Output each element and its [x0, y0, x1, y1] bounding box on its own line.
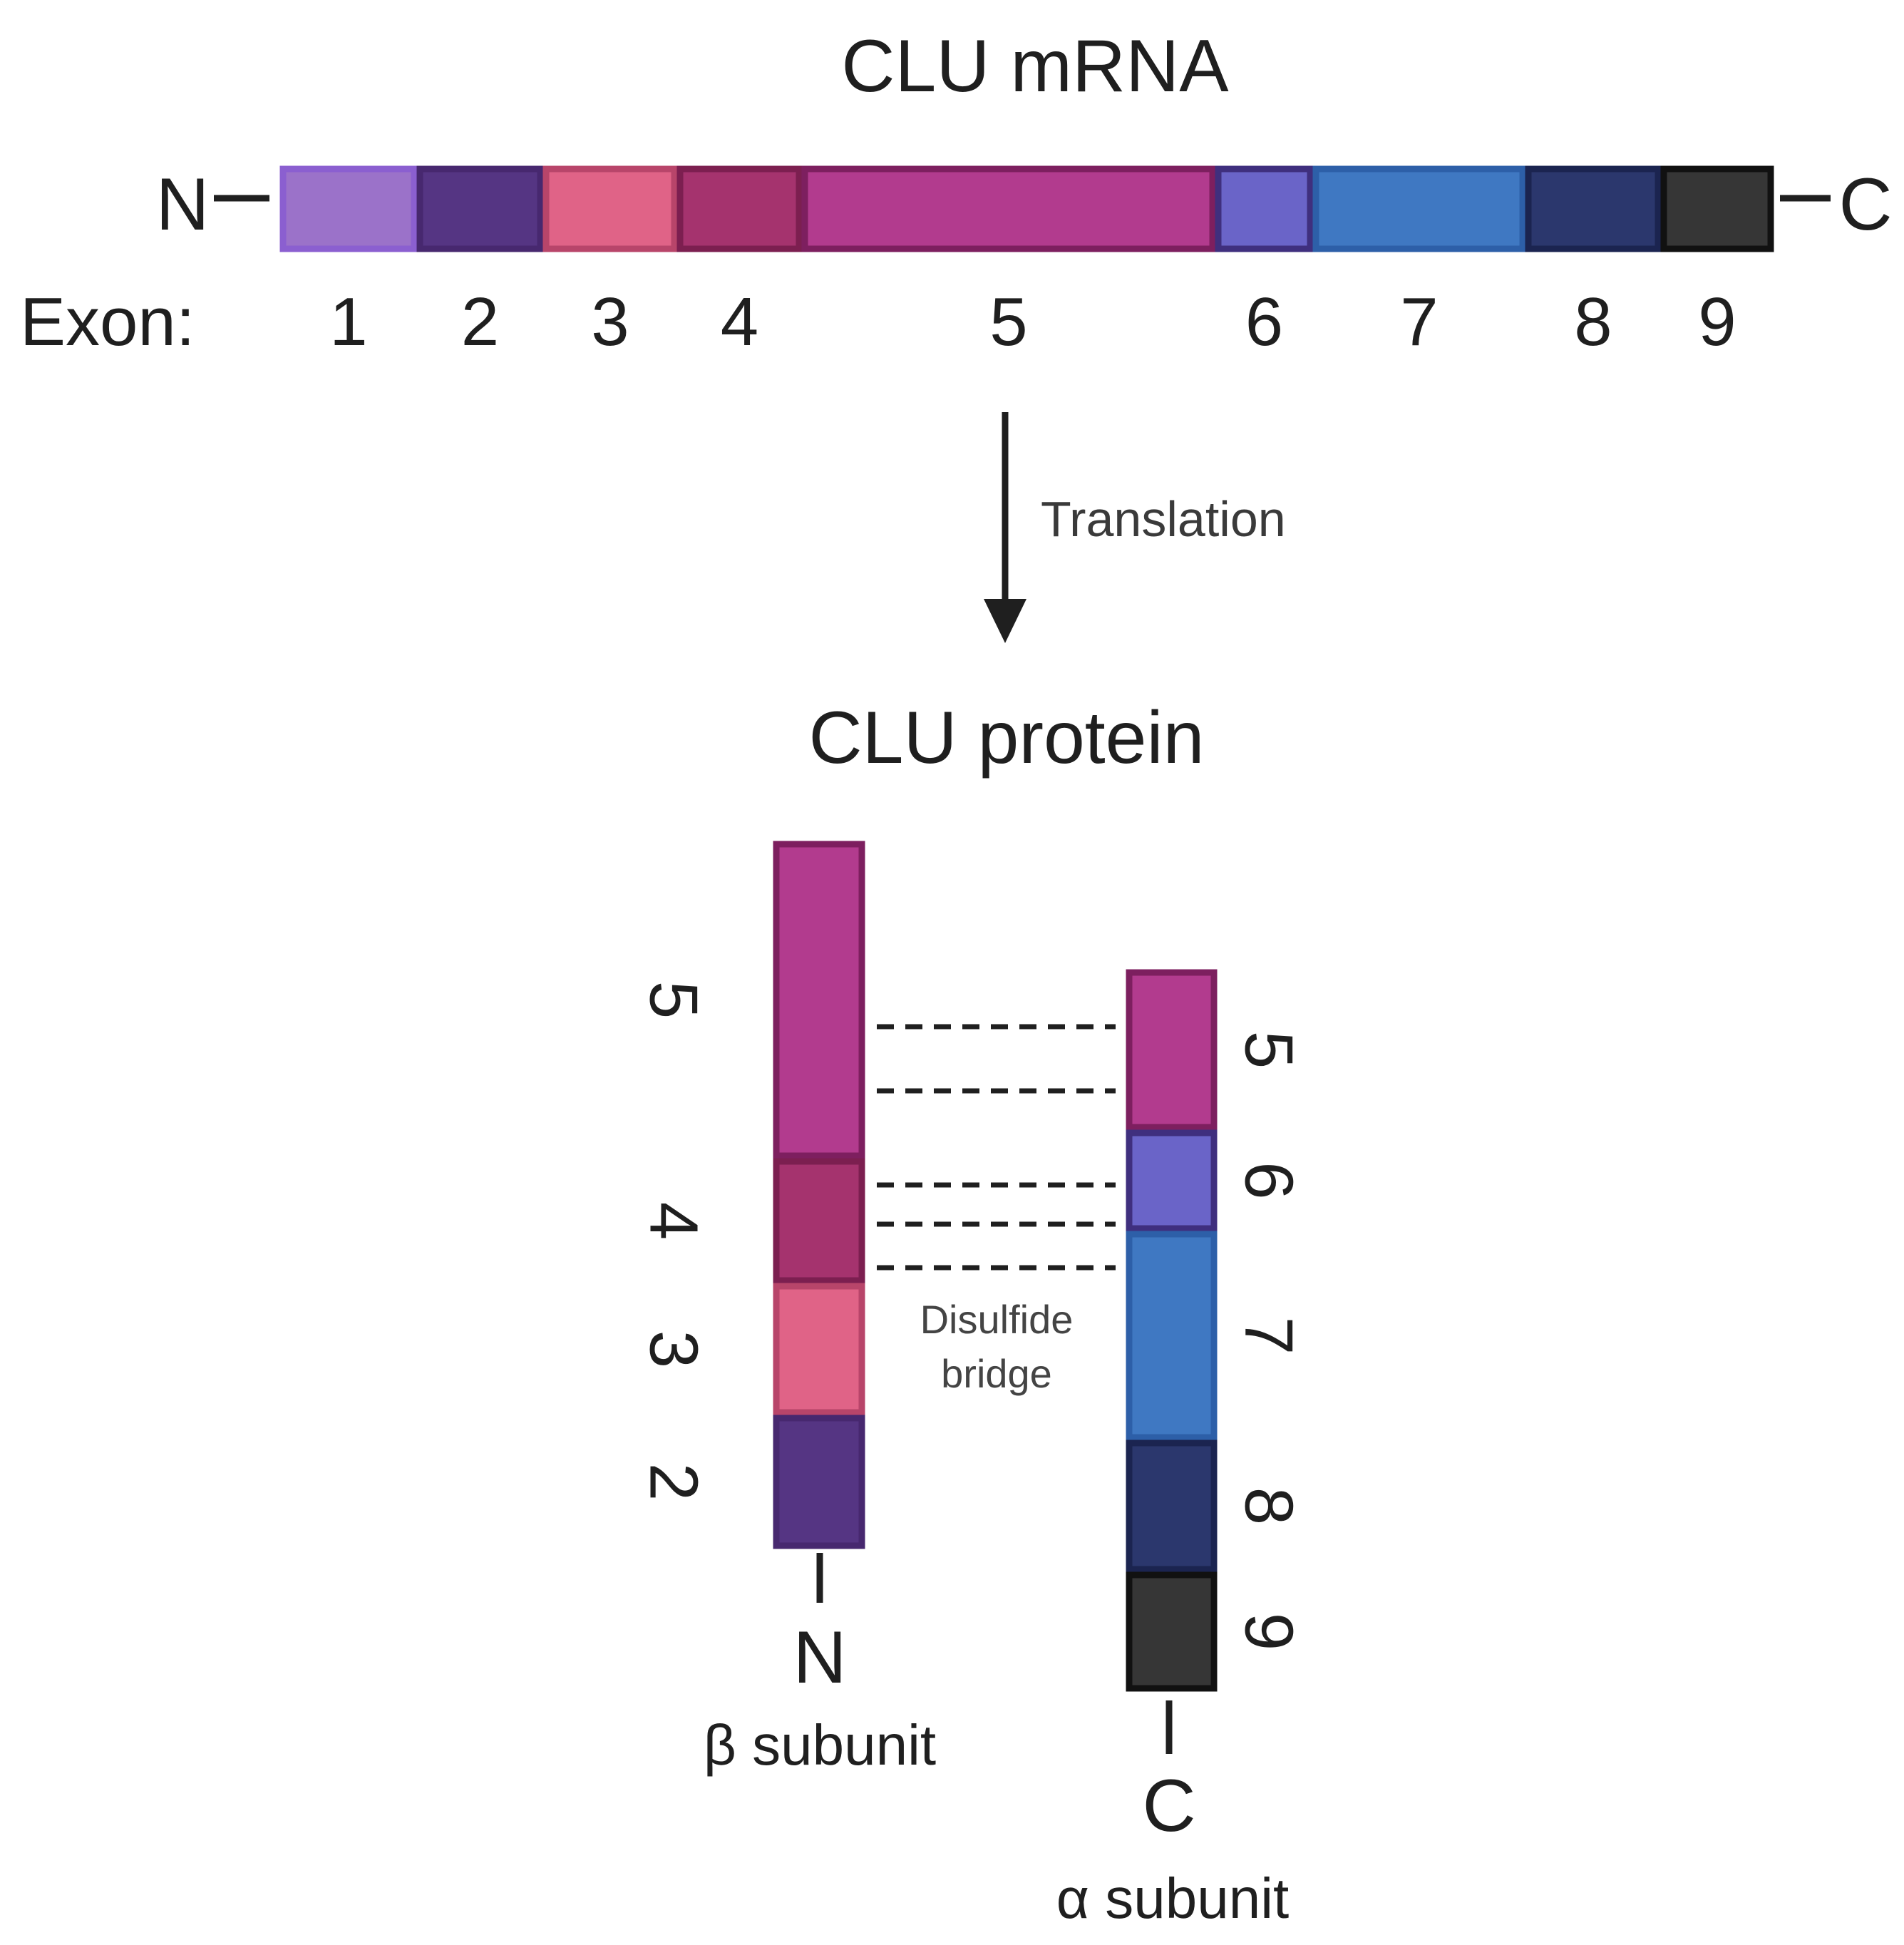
mrna-exon-number: 9: [1698, 284, 1736, 360]
alpha-segment-number: 9: [1231, 1613, 1307, 1651]
mrna-exon-1: [279, 165, 418, 252]
beta-segment-number: 3: [636, 1330, 712, 1368]
alpha-subunit-label: α subunit: [1056, 1867, 1289, 1930]
mrna-exon-number: 5: [989, 284, 1027, 360]
alpha-segment-exon-7: [1126, 1231, 1218, 1441]
mrna-c-terminus-label: C: [1838, 163, 1892, 246]
mrna-title: CLU mRNA: [841, 25, 1229, 108]
mrna-exon-7: [1312, 165, 1526, 252]
mrna-exon-number: 2: [461, 284, 499, 360]
alpha-segment-number: 8: [1231, 1487, 1307, 1525]
alpha-segment-exon-6: [1126, 1129, 1218, 1232]
beta-segment-exon-3: [773, 1283, 865, 1416]
beta-segment-exon-2: [773, 1415, 865, 1549]
mrna-exon-5: [801, 165, 1216, 252]
disulfide-bridge-label-line2: bridge: [941, 1351, 1052, 1396]
mrna-exon-2: [416, 165, 544, 252]
mrna-exon-4: [676, 165, 803, 252]
beta-subunit-chain: 5 4 3 2: [636, 841, 865, 1549]
mrna-exon-3: [542, 165, 678, 252]
mrna-exon-number: 3: [591, 284, 629, 360]
mrna-exon-numbers: 1 2 3 4 5 6 7 8 9: [329, 284, 1736, 360]
translation-label: Translation: [1041, 491, 1286, 547]
mrna-exon-9: [1660, 165, 1774, 252]
beta-segment-number: 5: [636, 981, 712, 1019]
mrna-exon-6: [1215, 165, 1314, 252]
mrna-exon-8: [1525, 165, 1662, 252]
alpha-segment-number: 5: [1231, 1031, 1307, 1069]
beta-n-terminus-label: N: [793, 1616, 846, 1699]
beta-subunit-label: β subunit: [704, 1713, 936, 1777]
alpha-segment-number: 7: [1231, 1317, 1307, 1355]
alpha-subunit-chain: 5 6 7 8 9: [1126, 969, 1307, 1692]
beta-segment-number: 4: [636, 1202, 712, 1240]
mrna-exon-number: 7: [1400, 284, 1438, 360]
beta-segment-exon-5: [773, 841, 865, 1159]
mrna-exon-number: 6: [1245, 284, 1283, 360]
alpha-segment-exon-5: [1126, 969, 1218, 1131]
mrna-exon-strip: [279, 165, 1774, 252]
translation-arrow-head: [984, 599, 1026, 643]
disulfide-bridge-label-line1: Disulfide: [920, 1297, 1074, 1342]
alpha-segment-number: 6: [1231, 1161, 1307, 1199]
alpha-segment-exon-9: [1126, 1571, 1218, 1692]
mrna-exon-number: 1: [329, 284, 367, 360]
alpha-segment-exon-8: [1126, 1439, 1218, 1573]
disulfide-bridges: [877, 1024, 1116, 1271]
alpha-c-terminus-label: C: [1142, 1765, 1195, 1847]
mrna-exon-number: 4: [721, 284, 758, 360]
beta-segment-exon-4: [773, 1158, 865, 1284]
exon-row-label: Exon:: [20, 284, 195, 360]
beta-segment-number: 2: [636, 1463, 712, 1501]
protein-title: CLU protein: [809, 697, 1205, 779]
mrna-exon-number: 8: [1574, 284, 1612, 360]
mrna-n-terminus-label: N: [155, 163, 209, 246]
